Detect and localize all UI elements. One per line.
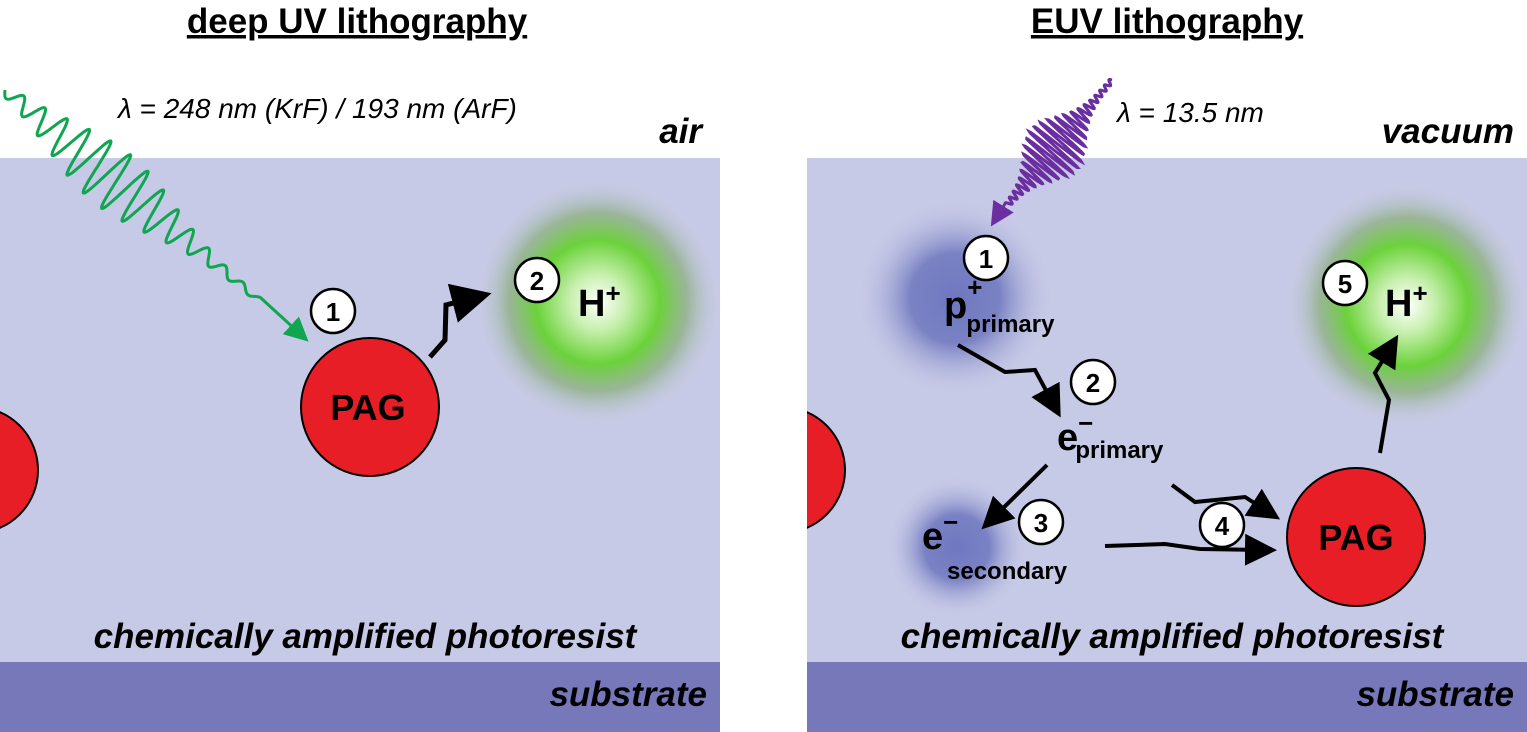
left-environment-label: air (659, 112, 704, 151)
left-pag (300, 337, 440, 477)
right-substrate-label: substrate (1356, 675, 1514, 714)
right-panel: EUV lithography λ = 13.5 nm vacuum 1 p+p… (807, 2, 1527, 732)
right-electron-to-secondary-arrow (981, 463, 1049, 530)
left-title: deep UV lithography (187, 2, 528, 41)
right-euv-wave (990, 78, 1113, 227)
right-environment-label: vacuum (1382, 112, 1514, 151)
left-step-2-badge (513, 256, 561, 304)
right-acid-symbol: H+ (1385, 278, 1428, 325)
right-resist-label: chemically amplified photoresist (901, 617, 1445, 656)
right-substrate-layer (807, 662, 1527, 732)
right-secondary-electron-glow (885, 475, 1029, 619)
left-resist-label: chemically amplified photoresist (94, 617, 638, 656)
right-pag-label: PAG (1318, 517, 1393, 558)
right-step-2-badge (1069, 358, 1117, 406)
left-panel: deep UV lithography λ = 248 nm (KrF) / 1… (0, 2, 722, 732)
right-step-1-number: 1 (979, 244, 993, 274)
right-acid-release-arrow (1367, 334, 1399, 454)
left-acid-glow (474, 178, 722, 426)
left-duv-wave (3, 89, 309, 342)
right-title: EUV lithography (1031, 2, 1304, 41)
right-wavelength: λ = 13.5 nm (1115, 97, 1264, 128)
right-photon-to-electron-arrow (957, 343, 1061, 418)
right-secondary-to-pag-arrow (1104, 533, 1277, 566)
right-acid-glow (1285, 183, 1527, 427)
left-substrate-label: substrate (549, 675, 707, 714)
left-edge-pag (0, 411, 39, 529)
right-secondary-electron-symbol: e− (922, 507, 958, 558)
right-step-5-badge (1321, 259, 1369, 307)
left-substrate-layer (0, 662, 720, 732)
left-step-1-number: 1 (326, 297, 340, 327)
left-pag-label: PAG (330, 387, 405, 428)
left-step-1-badge (309, 287, 357, 335)
left-acid-release-arrow (428, 283, 492, 359)
right-step-4-badge (1198, 501, 1246, 549)
right-step-5-number: 5 (1338, 269, 1352, 299)
right-edge-pag (807, 411, 846, 529)
right-pag (1286, 467, 1426, 607)
right-step-3-badge (1017, 498, 1065, 546)
right-electron-symbol: e−primary (1057, 408, 1164, 464)
right-step-1-badge (962, 234, 1010, 282)
left-acid-symbol: H+ (578, 278, 621, 325)
right-step-4-number: 4 (1215, 511, 1230, 541)
right-step-3-number: 3 (1034, 508, 1048, 538)
right-secondary-label: secondary (947, 558, 1068, 585)
right-photon-symbol: p+primary (944, 272, 1055, 338)
right-electron-to-pag-arrow (1170, 483, 1281, 520)
left-step-2-number: 2 (530, 266, 544, 296)
right-step-2-number: 2 (1086, 368, 1100, 398)
left-wavelength: λ = 248 nm (KrF) / 193 nm (ArF) (116, 93, 517, 124)
